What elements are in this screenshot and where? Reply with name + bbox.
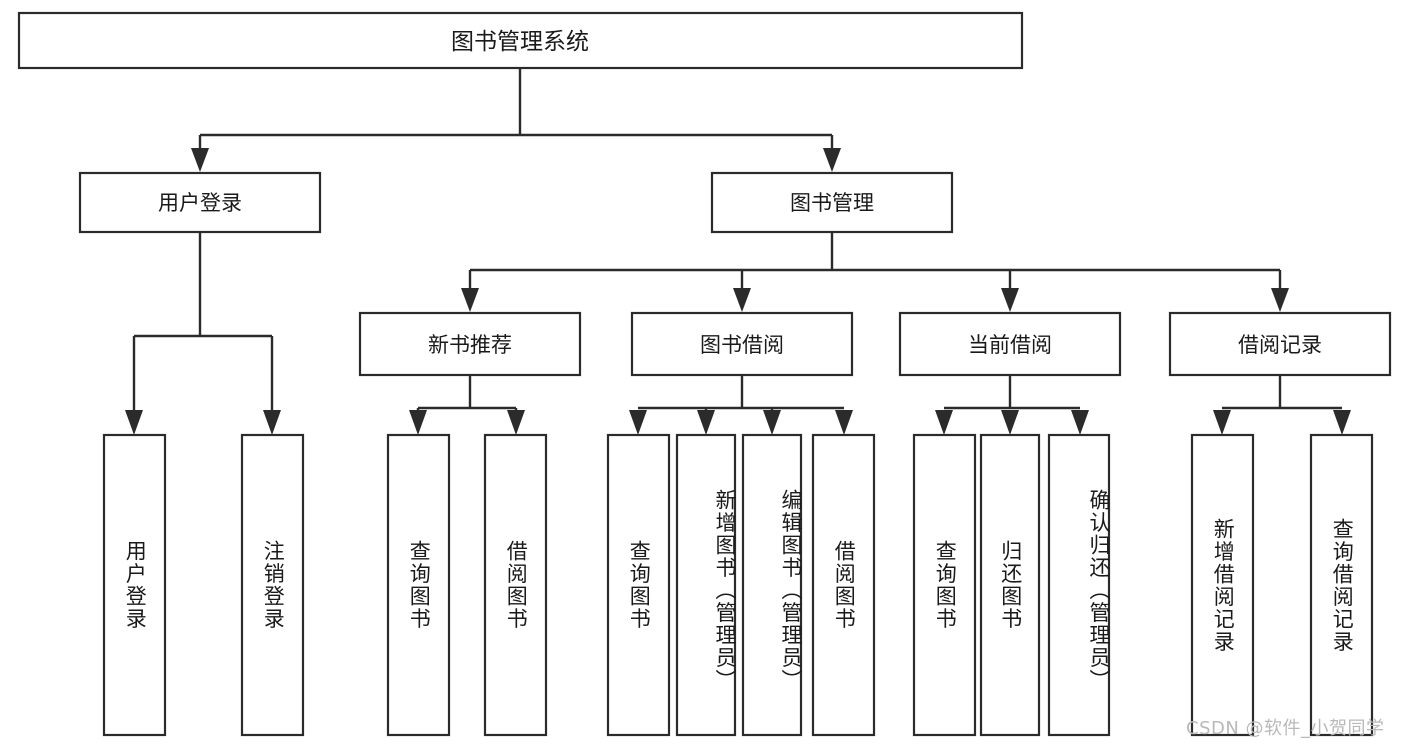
arrow-head-icon [733,288,751,312]
arrow-head-icon [823,148,841,172]
arrow-head-icon [629,410,647,435]
arrow-head-icon [263,410,281,435]
leaf-box-logout[interactable] [240,433,305,737]
user-login-label: 用户登录 [158,191,242,215]
book-borrow-label: 图书借阅 [700,333,784,357]
arrow-head-icon [191,148,209,172]
node-root[interactable]: 图书管理系统 [17,11,1024,70]
leaf-box-query-borrow-record[interactable] [1309,433,1374,737]
node-borrow-record[interactable]: 借阅记录 [1168,311,1392,377]
arrow-head-icon [1333,410,1351,435]
arrow-head-icon [125,410,143,435]
book-manage-box[interactable] [710,171,954,234]
arrow-head-icon [697,410,715,435]
new-book-recommend-label: 新书推荐 [428,333,512,357]
current-borrow-label: 当前借阅 [968,333,1052,357]
arrow-head-icon [1213,410,1231,435]
root-box[interactable] [17,11,1024,70]
leaf-box-add-borrow-record[interactable] [1190,433,1255,737]
leaf-box-edit-book-admin[interactable] [741,433,803,737]
watermark: CSDN @软件_小贺同学 [1186,718,1385,739]
arrow-head-icon [935,410,953,435]
node-book-borrow[interactable]: 图书借阅 [630,311,854,377]
leaf-box-add-book-admin[interactable] [675,433,737,737]
arrow-head-icon [1271,288,1289,312]
root-label: 图书管理系统 [451,29,589,55]
node-book-manage[interactable]: 图书管理 [710,171,954,234]
arrow-head-icon [1001,410,1019,435]
book-borrow-box[interactable] [630,311,854,377]
arrow-head-icon [835,410,853,435]
arrow-head-icon [763,410,781,435]
current-borrow-box[interactable] [898,311,1122,377]
leaf-box-query-book-3[interactable] [912,433,977,737]
borrow-record-box[interactable] [1168,311,1392,377]
leaf-box-borrow-book-2[interactable] [811,433,876,737]
leaf-box-return-book[interactable] [979,433,1041,737]
book-manage-label: 图书管理 [790,191,874,215]
arrow-head-icon [1001,288,1019,312]
arrow-head-icon [461,288,479,312]
node-new-book-recommend[interactable]: 新书推荐 [358,311,582,377]
leaf-box-user-login[interactable] [102,433,167,737]
arrow-head-icon [1071,410,1089,435]
leaf-box-query-book-2[interactable] [606,433,671,737]
new-book-recommend-box[interactable] [358,311,582,377]
leaf-box-query-book-1[interactable] [386,433,451,737]
arrow-head-icon [507,410,525,435]
leaf-box-borrow-book-1[interactable] [483,433,548,737]
arrow-head-icon [409,410,427,435]
node-current-borrow[interactable]: 当前借阅 [898,311,1122,377]
borrow-record-label: 借阅记录 [1238,333,1322,357]
leaf-box-confirm-return-admin[interactable] [1047,433,1111,737]
node-user-login[interactable]: 用户登录 [78,171,322,234]
